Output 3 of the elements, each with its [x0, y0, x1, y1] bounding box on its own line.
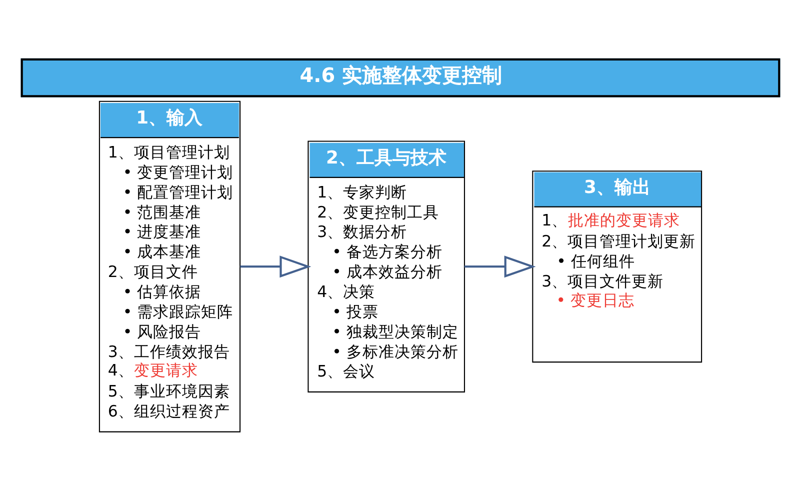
diagram-title: 4.6 实施整体变更控制: [300, 64, 502, 87]
arrow: [464, 255, 536, 278]
arrow: [240, 255, 312, 278]
